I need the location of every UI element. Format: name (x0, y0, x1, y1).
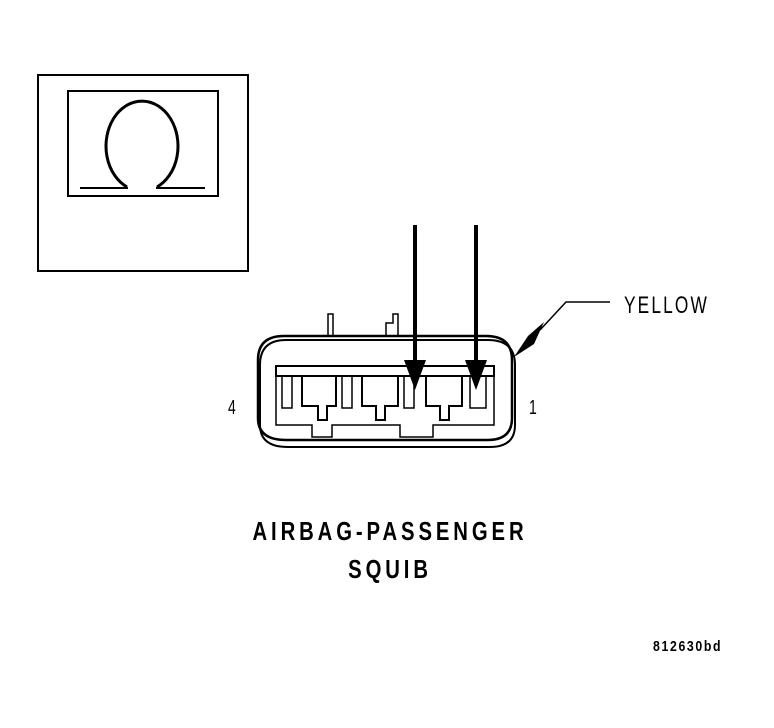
probe-arrow-left (404, 225, 426, 390)
omega-airbag-symbol-icon (80, 99, 205, 189)
connector-title-line-1: AIRBAG-PASSENGER (252, 516, 528, 546)
connector-color-label: YELLOW (624, 292, 709, 319)
pin-label-right: 1 (529, 397, 537, 419)
connector-body (256, 313, 516, 448)
inset-view (37, 74, 249, 272)
pin-label-left: 4 (228, 397, 236, 419)
figure-code: 812630bd (653, 638, 723, 655)
color-callout-leader (514, 301, 610, 357)
probe-arrow-right (465, 225, 487, 390)
connector-title-line-2: SQUIB (348, 554, 432, 584)
